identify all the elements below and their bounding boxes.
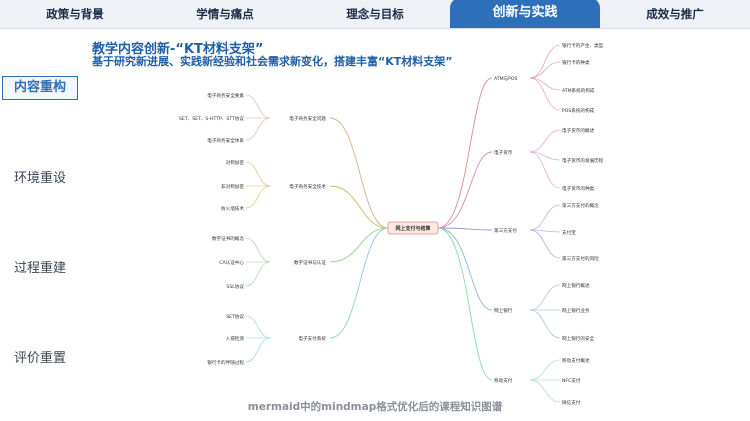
leaf-nfc: NFC支付 bbox=[562, 377, 581, 384]
tab-learning[interactable]: 学情与痛点 bbox=[196, 7, 254, 21]
leaf-bank-overview: 网上银行概述 bbox=[562, 282, 590, 289]
sidebar-item-content[interactable]: 内容重构 bbox=[2, 76, 78, 100]
leaf-cert-concept: 数字证书的概念 bbox=[212, 235, 245, 242]
leaf-money-history: 电子货币的发展历程 bbox=[562, 157, 604, 164]
leaf-symmetric: 对称加密 bbox=[226, 159, 245, 166]
root-node bbox=[387, 221, 439, 235]
node-third: 第三方支付 bbox=[494, 227, 517, 234]
leaf-firewall: 防火墙技术 bbox=[221, 205, 244, 212]
leaf-bank-business: 网上银行业务 bbox=[562, 307, 590, 314]
leaf-card-process: 银行卡的伴随过程 bbox=[207, 359, 244, 366]
page-title: 教学内容创新-“KT材料支架” bbox=[92, 42, 264, 57]
leaf-atm-system: ATM系统的构成 bbox=[562, 87, 595, 94]
tab-innovation[interactable]: 创新与实践 bbox=[450, 0, 600, 28]
root-label: 网上支付与结算 bbox=[395, 225, 430, 232]
sidebar-item-process[interactable]: 过程重建 bbox=[13, 261, 66, 276]
figure-caption: mermaid中的mindmap格式优化后的课程知识图谱 bbox=[247, 401, 503, 413]
node-bank: 网上银行 bbox=[494, 307, 513, 314]
node-e-money: 电子货币 bbox=[494, 149, 513, 156]
node-atm: ATM与POS bbox=[494, 75, 518, 82]
leaf-wechat-pay: 微信支付 bbox=[562, 399, 581, 406]
leaf-mobile-overview: 移动支付概述 bbox=[562, 357, 590, 364]
leaf-third-risk: 第三方支付的风险 bbox=[562, 255, 599, 262]
leaf-ids: 入侵检测 bbox=[226, 335, 245, 342]
leaf-third-concept: 第三方支付的概念 bbox=[562, 202, 599, 209]
tab-results[interactable]: 成效与推广 bbox=[646, 7, 704, 21]
leaf-asymmetric: 非对称加密 bbox=[221, 183, 244, 190]
leaf-pos-system: POS系统的构成 bbox=[562, 107, 595, 114]
leaf-alipay: 支付宝 bbox=[562, 229, 576, 236]
leaf-card-types: 银行卡的种类 bbox=[562, 59, 590, 66]
tab-policy[interactable]: 政策与背景 bbox=[46, 7, 104, 21]
node-e-security: 电子商务安全问题 bbox=[289, 115, 326, 122]
sidebar: 内容重构 环境重设 过程重建 评价重置 bbox=[0, 28, 80, 421]
leaf-card-origin: 银行卡的产生、类型 bbox=[562, 42, 604, 49]
leaf-money-types: 电子货币的种类 bbox=[562, 185, 595, 192]
leaf-sec-system: 电子商务安全体系 bbox=[207, 137, 244, 144]
node-mobile: 移动支付 bbox=[494, 377, 513, 384]
leaf-ca: CA认证中心 bbox=[219, 259, 244, 266]
leaf-protocols: SET、SET、S-HTTP、STT协议 bbox=[179, 115, 244, 122]
tab-concept[interactable]: 理念与目标 bbox=[346, 7, 404, 21]
node-cert: 数字证书与认证 bbox=[294, 259, 327, 266]
leaf-sec-elements: 电子商务安全要素 bbox=[207, 92, 244, 99]
node-pay-tools: 电子支付系统 bbox=[298, 335, 326, 342]
leaf-money-overview: 电子货币的概述 bbox=[562, 127, 595, 134]
top-navigation: 政策与背景 学情与痛点 理念与目标 创新与实践 成效与推广 bbox=[0, 0, 750, 29]
sidebar-item-environment[interactable]: 环境重设 bbox=[13, 171, 66, 186]
leaf-bank-security: 网上银行的安全 bbox=[562, 335, 595, 342]
page-subtitle: 基于研究新进展、实践新经验和社会需求新变化，搭建丰富“KT材料支架” bbox=[92, 55, 453, 68]
leaf-set: SET协议 bbox=[226, 313, 244, 320]
node-tech: 电子商务安全技术 bbox=[289, 183, 326, 190]
leaf-ssl: SSL协议 bbox=[226, 283, 244, 290]
sidebar-item-evaluation[interactable]: 评价重置 bbox=[13, 351, 66, 366]
